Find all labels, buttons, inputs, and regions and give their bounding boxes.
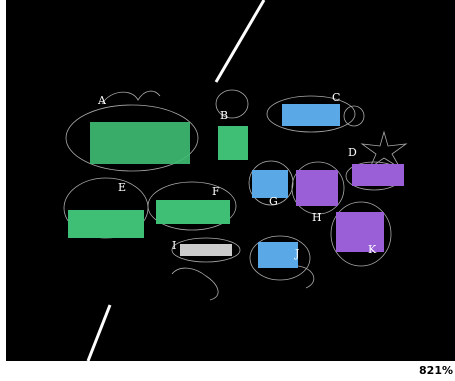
cluster-b[interactable] [206,86,258,164]
cluster-e[interactable] [62,172,150,242]
cluster-c-tiles[interactable] [282,104,340,126]
cluster-g-tiles[interactable] [252,170,288,198]
cluster-d-tiles[interactable] [352,164,404,186]
cluster-i-tiles[interactable] [180,244,232,256]
zoom-level: 821% [403,361,455,381]
cluster-d[interactable] [344,128,424,192]
cluster-f-label: F [212,186,220,197]
cluster-c-label: C [332,92,340,103]
cluster-e-label: E [118,182,126,193]
cluster-b-label: B [220,110,228,121]
cluster-a[interactable] [62,86,200,176]
cluster-h-label: H [312,212,322,223]
cluster-d-label: D [348,147,357,158]
dark-canvas[interactable]: A B C D E F [6,0,455,361]
cluster-b-tiles[interactable] [218,126,248,160]
cluster-j-label: J [295,248,299,259]
cluster-k[interactable] [328,200,394,274]
cluster-k-label: K [368,244,376,255]
cluster-j-tiles[interactable] [258,242,298,268]
cluster-f[interactable] [146,176,242,234]
cluster-j[interactable] [248,232,324,292]
cluster-k-tiles[interactable] [336,212,384,252]
cluster-f-tiles[interactable] [156,200,230,224]
cluster-e-tiles[interactable] [68,210,144,238]
cluster-a-label: A [98,95,106,106]
cluster-a-tiles[interactable] [90,122,190,164]
cluster-g-label: G [269,196,278,207]
cluster-i[interactable] [166,234,246,304]
cluster-i-label: I [172,240,176,251]
